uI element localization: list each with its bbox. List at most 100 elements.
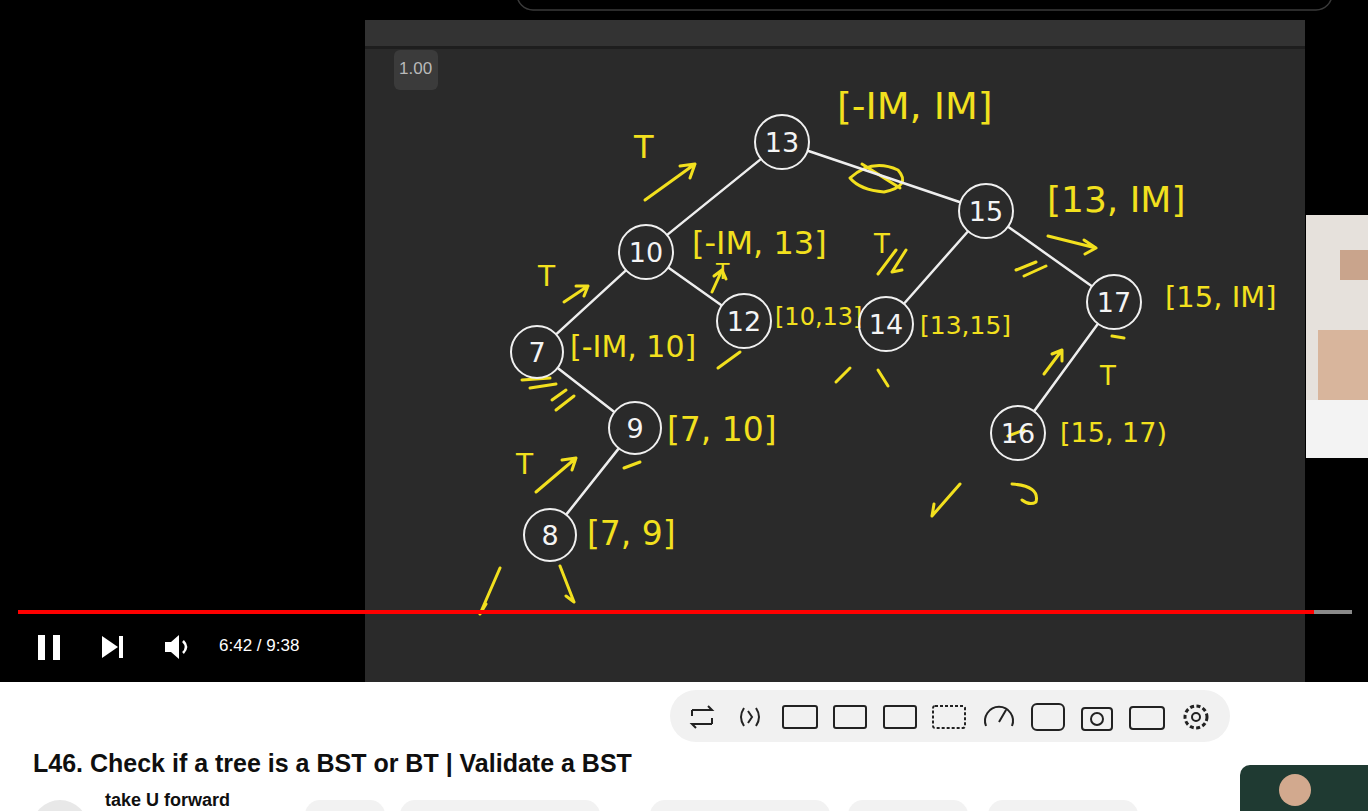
toolbar-pill bbox=[1082, 708, 1112, 730]
page-footer bbox=[650, 800, 830, 811]
tree-node-circle: 9 bbox=[608, 401, 662, 455]
page-footer bbox=[400, 800, 600, 811]
tree-edge bbox=[1035, 325, 1098, 411]
node-value: 12 bbox=[727, 308, 761, 335]
tree-edge bbox=[668, 160, 760, 235]
tree-edge bbox=[557, 271, 626, 334]
true-mark: T bbox=[874, 230, 890, 259]
range-label: [10,13] bbox=[773, 304, 864, 330]
tree-node-circle: 8 bbox=[523, 508, 577, 562]
true-mark: T bbox=[716, 260, 729, 284]
webcam-thumbnail bbox=[1306, 400, 1368, 458]
node-value: 9 bbox=[626, 415, 643, 442]
handwritten-marks bbox=[1016, 262, 1046, 276]
tree-node-circle: 15 bbox=[958, 183, 1014, 239]
toolbar-pill bbox=[933, 706, 965, 728]
node-value: 17 bbox=[1097, 289, 1131, 316]
video-frame bbox=[365, 20, 1305, 46]
player-controls bbox=[119, 636, 123, 658]
player-controls bbox=[53, 635, 60, 660]
speed-badge: 1.00 bbox=[399, 60, 432, 79]
true-mark: T bbox=[1100, 362, 1116, 391]
node-value: 10 bbox=[629, 239, 663, 266]
video-frame bbox=[0, 0, 1368, 682]
handwritten-marks bbox=[536, 458, 576, 492]
toolbar-pill bbox=[1091, 713, 1103, 725]
handwritten-marks bbox=[718, 352, 740, 368]
tree-edge bbox=[558, 369, 613, 412]
toolbar-pill bbox=[1192, 713, 1200, 721]
time-display: 6:42 / 9:38 bbox=[219, 637, 299, 656]
node-value: 8 bbox=[541, 522, 558, 549]
page-footer bbox=[1240, 765, 1368, 811]
page-footer bbox=[848, 800, 968, 811]
webcam-thumbnail bbox=[1340, 250, 1368, 280]
tree-node-circle: 16 bbox=[990, 405, 1046, 461]
node-value: 13 bbox=[765, 129, 799, 156]
player-controls bbox=[38, 635, 45, 660]
handwritten-marks bbox=[480, 566, 574, 614]
page-footer bbox=[1279, 774, 1311, 806]
player-controls bbox=[165, 635, 179, 659]
video-frame bbox=[365, 20, 1305, 682]
channel-name: take U forward bbox=[105, 791, 230, 811]
player-controls bbox=[18, 610, 1352, 660]
handwritten-marks bbox=[645, 164, 695, 200]
toolbar-pill bbox=[692, 706, 712, 728]
tree-edge bbox=[1009, 227, 1091, 286]
tree-node-circle: 12 bbox=[716, 293, 772, 349]
player-controls bbox=[1314, 610, 1352, 614]
toolbar-pill bbox=[1032, 704, 1064, 730]
tree-edge bbox=[669, 268, 721, 305]
true-mark: T bbox=[538, 262, 555, 293]
handwritten-marks bbox=[564, 286, 588, 302]
range-label: [15, 17) bbox=[1058, 418, 1169, 448]
node-value: 15 bbox=[969, 198, 1003, 225]
page-footer bbox=[32, 800, 88, 811]
range-label: [13,15] bbox=[918, 312, 1013, 340]
handwritten-marks bbox=[1044, 350, 1062, 374]
player-controls bbox=[18, 610, 1314, 614]
page-footer bbox=[305, 800, 385, 811]
video-title: L46. Check if a tree is a BST or BT | Va… bbox=[33, 750, 632, 778]
video-frame bbox=[365, 46, 1305, 49]
handwritten-marks bbox=[836, 368, 888, 386]
range-label: [-IM, 10] bbox=[568, 330, 698, 363]
toolbar-pill bbox=[670, 690, 1230, 742]
webcam-thumbnail bbox=[1306, 215, 1368, 458]
tree-node-circle: 13 bbox=[754, 114, 810, 170]
toolbar-pill bbox=[834, 706, 866, 728]
handwritten-marks bbox=[624, 462, 640, 468]
video-frame bbox=[394, 50, 438, 90]
player-controls bbox=[102, 636, 118, 658]
tree-edge bbox=[809, 151, 960, 202]
true-mark: T bbox=[516, 450, 533, 481]
true-mark: T bbox=[634, 130, 654, 165]
toolbar-pill bbox=[783, 706, 817, 728]
tree-edge bbox=[905, 232, 968, 303]
node-value: 7 bbox=[528, 339, 545, 366]
tree-node-circle: 7 bbox=[510, 325, 564, 379]
toolbar-pill bbox=[670, 690, 1230, 742]
tree-node-circle: 14 bbox=[858, 296, 914, 352]
webcam-thumbnail bbox=[1306, 215, 1368, 458]
range-label: [15, IM] bbox=[1163, 282, 1279, 314]
range-label: [7, 9] bbox=[585, 516, 678, 552]
toolbar-pill bbox=[985, 707, 1013, 726]
handwritten-marks bbox=[552, 390, 574, 410]
tree-node-circle: 17 bbox=[1086, 274, 1142, 330]
video-frame bbox=[517, 0, 1332, 10]
range-label: [13, IM] bbox=[1045, 180, 1187, 220]
toolbar-pill bbox=[1185, 706, 1207, 728]
toolbar-pill bbox=[741, 708, 759, 726]
range-label: [-IM, 13] bbox=[690, 226, 829, 261]
node-value: 14 bbox=[869, 311, 903, 338]
video-frame bbox=[0, 0, 1368, 682]
range-label: [7, 10] bbox=[665, 412, 779, 448]
tree-edge bbox=[567, 449, 618, 514]
toolbar-pill bbox=[1130, 707, 1164, 729]
handwritten-marks bbox=[480, 164, 1124, 614]
